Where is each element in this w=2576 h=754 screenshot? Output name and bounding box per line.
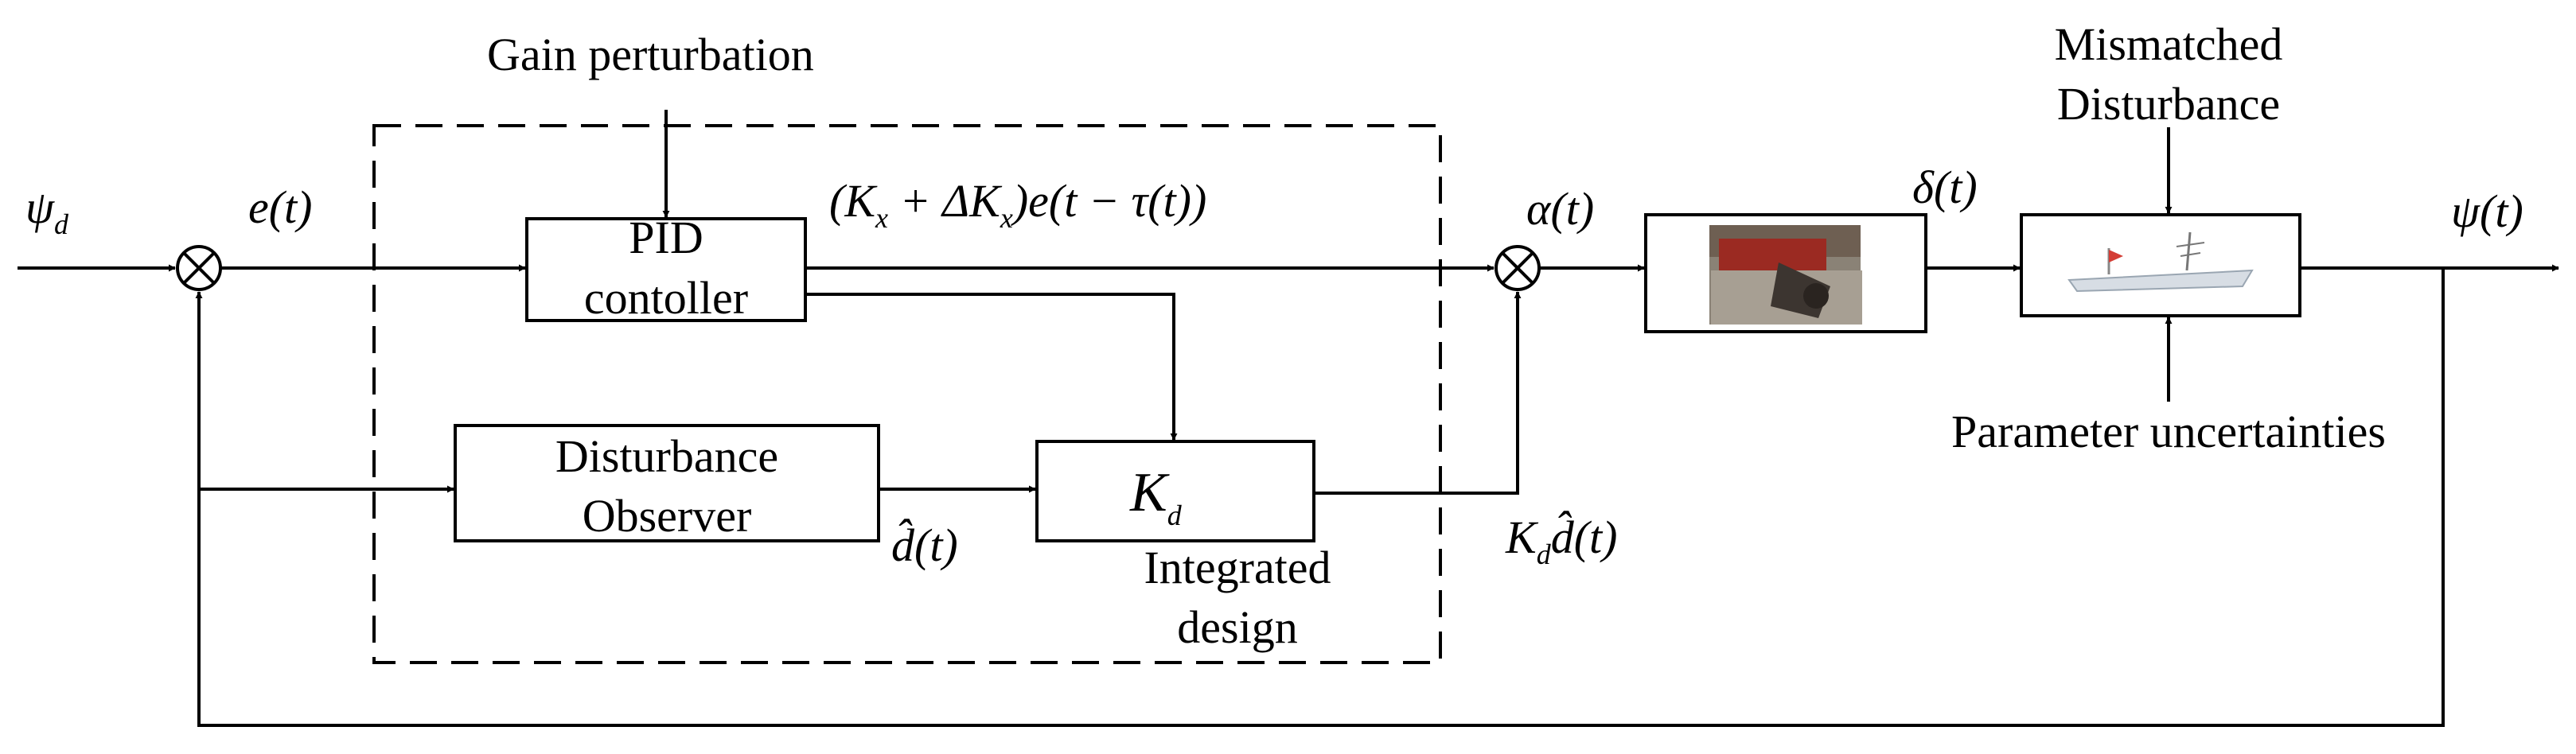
integrated-design-line1: Integrated xyxy=(1144,542,1331,593)
mismatched-label-line2: Disturbance xyxy=(2057,78,2280,130)
delta-label: δ(t) xyxy=(1912,161,1978,213)
gain-perturbation-label: Gain perturbation xyxy=(487,29,814,80)
parameter-uncertainties-label: Parameter uncertainties xyxy=(1951,406,2386,457)
error-label: e(t) xyxy=(248,181,313,233)
kd-gain-block xyxy=(1035,440,1315,542)
kd-block-label: Kd xyxy=(1129,462,1183,531)
pid-output-label: (Kx + ΔKx)e(t − τ(t)) xyxy=(829,175,1206,234)
ship-image xyxy=(2067,231,2254,293)
dhat-label: d̂(t) xyxy=(891,519,958,571)
alpha-label: α(t) xyxy=(1526,183,1594,235)
summing-junction-2 xyxy=(1495,245,1541,291)
disturbance-observer-block xyxy=(454,424,880,542)
ship-block xyxy=(2020,213,2301,317)
summing-junction-1 xyxy=(176,245,222,291)
rudder-image xyxy=(1709,225,1862,325)
pid-label-line2: contoller xyxy=(584,272,748,324)
output-label: ψ(t) xyxy=(2451,185,2523,237)
observer-label-line1: Disturbance xyxy=(555,430,778,482)
kd-dhat-label: Kdd̂(t) xyxy=(1505,511,1617,570)
integrated-design-line2: design xyxy=(1177,601,1297,653)
mismatched-label-line1: Mismatched xyxy=(2055,18,2283,70)
observer-label-line2: Observer xyxy=(583,490,752,542)
integrated-design-boundary xyxy=(372,124,1442,664)
reference-label: ψd xyxy=(25,181,69,240)
pid-to-kd-arrow xyxy=(805,293,1178,441)
pid-label-line1: PID xyxy=(629,212,703,263)
kd-to-sum2-arrow xyxy=(1314,291,1522,495)
feedback-line xyxy=(195,268,2445,727)
